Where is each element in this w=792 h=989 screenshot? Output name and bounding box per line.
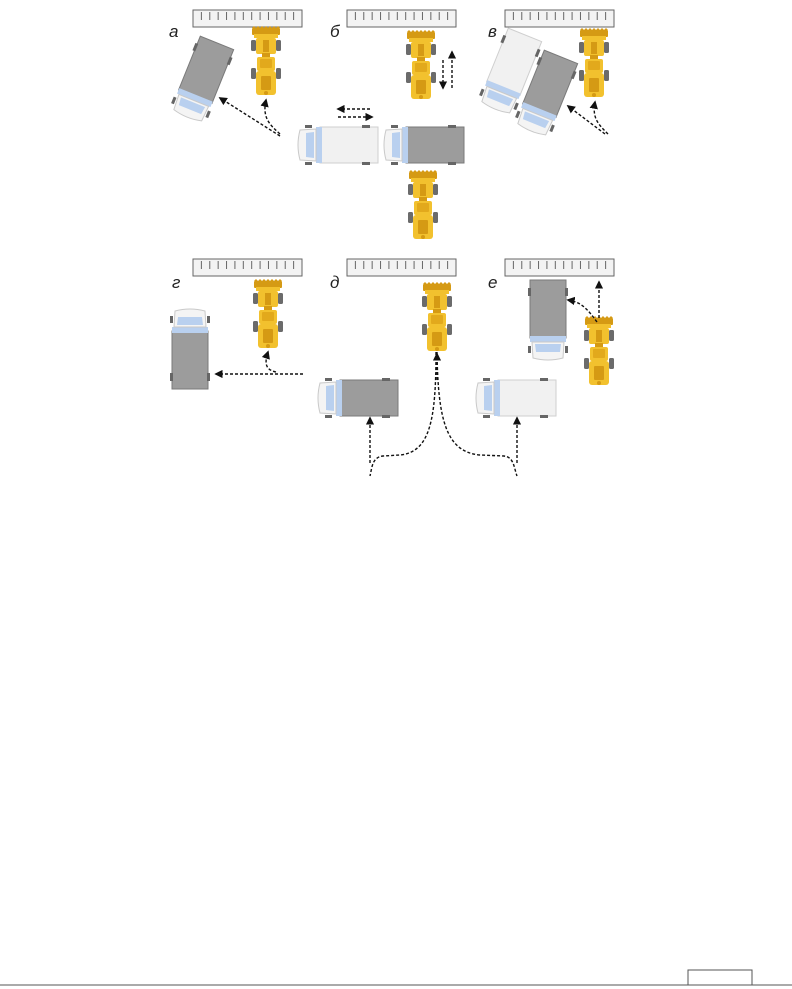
- truck-b-right: [383, 124, 465, 166]
- wall-e: [504, 258, 615, 277]
- wall-g: [192, 258, 303, 277]
- arrow-d-left-curve: [369, 351, 437, 477]
- panel-e: [527, 279, 614, 385]
- truck-d-right: [475, 377, 557, 419]
- panel-label-v: в: [488, 22, 497, 41]
- arrow-g-loader: [261, 350, 277, 373]
- loader-d: [422, 282, 452, 351]
- loader-b-top: [406, 30, 436, 99]
- arrow-d-right-curve: [436, 351, 518, 477]
- panel-label-e: е: [488, 273, 497, 292]
- arrow-a-truck: [218, 97, 281, 137]
- truck-b-left: [297, 124, 379, 166]
- truck-d-left: [317, 377, 399, 419]
- loader-v: [579, 28, 609, 97]
- panel-label-d: д: [330, 273, 339, 292]
- panel-label-a: а: [169, 22, 178, 41]
- panel-v: [475, 26, 609, 140]
- wall-d: [346, 258, 457, 277]
- wall-v: [504, 9, 615, 28]
- loader-b-bottom: [408, 170, 438, 239]
- wall-a: [192, 9, 303, 28]
- panel-g: [169, 279, 303, 390]
- loader-g: [253, 279, 283, 348]
- loader-a: [251, 26, 281, 95]
- page-number-tab: [687, 969, 753, 985]
- panel-a: [167, 26, 281, 137]
- panel-b: [297, 30, 465, 239]
- face-walls: [192, 9, 615, 277]
- truck-g: [169, 308, 211, 390]
- panel-label-g: г: [172, 273, 180, 292]
- panel-d: [317, 282, 557, 477]
- arrow-v-truck: [566, 104, 606, 135]
- truck-e: [527, 279, 569, 361]
- loader-e: [584, 316, 614, 385]
- wall-b: [346, 9, 457, 28]
- arrow-v-loader: [589, 100, 609, 135]
- arrow-a-loader: [260, 98, 281, 135]
- truck-a: [167, 34, 237, 126]
- panel-label-b: б: [330, 22, 341, 41]
